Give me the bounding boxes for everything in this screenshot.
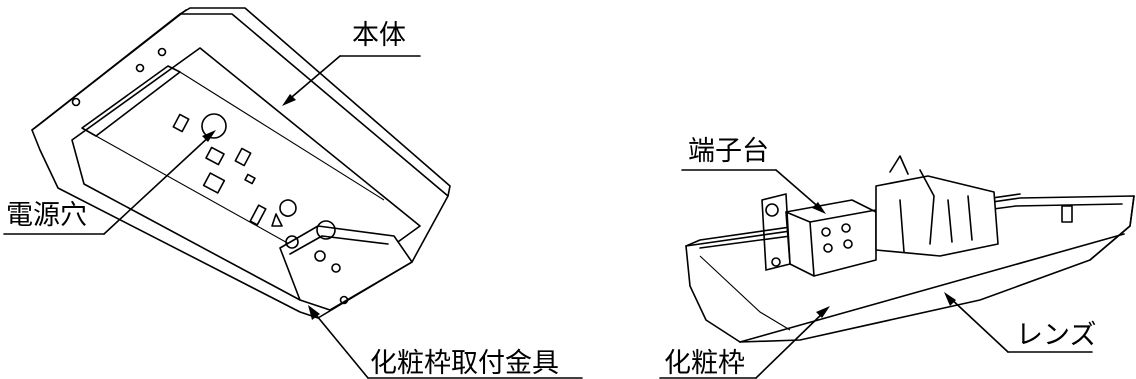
leader-lens-arrow [947, 295, 1009, 353]
fixture-body-drawing [31, 7, 451, 319]
arrowhead-body [282, 94, 296, 106]
leader-body-arrow [285, 55, 341, 103]
leader-power-hole-arrow [103, 133, 213, 235]
arrowhead-terminal-block [812, 202, 826, 214]
cover-frame-drawing [685, 155, 1135, 343]
label-body: 本体 [352, 20, 406, 51]
arrowhead-bracket [308, 305, 320, 320]
arrowhead-frame [816, 306, 830, 318]
label-bracket: 化粧枠取付金具 [370, 348, 559, 379]
arrowhead-power-hole [202, 130, 216, 142]
label-frame: 化粧枠 [664, 348, 745, 379]
arrowhead-lens [944, 292, 956, 306]
label-lens: レンズ [1016, 320, 1096, 351]
label-terminal-block: 端子台 [688, 136, 769, 167]
leader-terminal-block-arrow [775, 169, 823, 211]
label-power-hole: 電源穴 [6, 200, 87, 231]
leader-frame-arrow [755, 309, 827, 379]
leader-bracket-arrow [311, 309, 369, 379]
